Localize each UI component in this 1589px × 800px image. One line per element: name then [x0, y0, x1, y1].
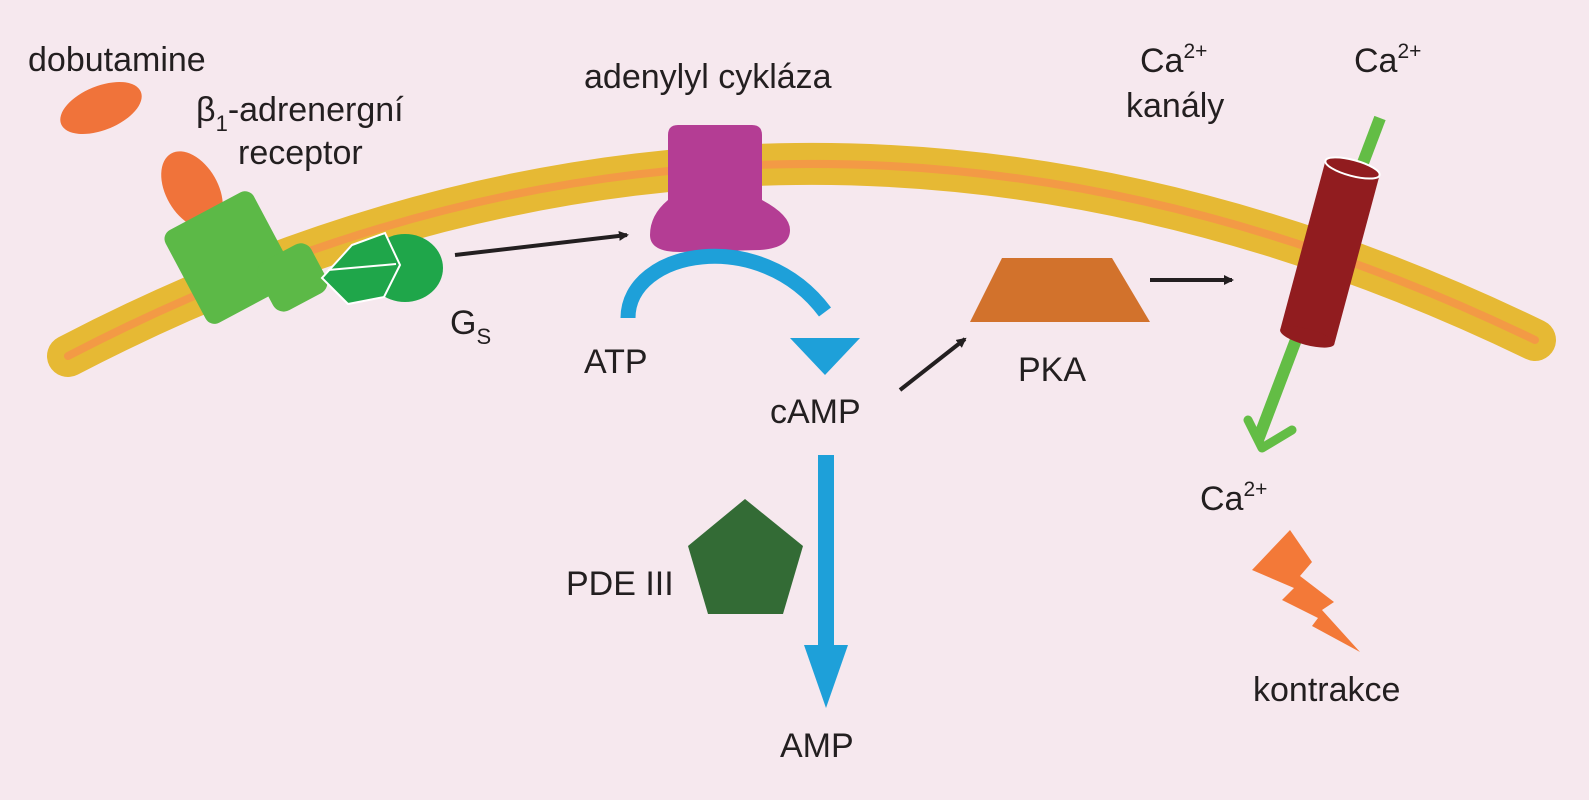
beta1-receptor-icon: [164, 191, 328, 324]
contraction-bolt-icon: [1252, 530, 1360, 652]
ca-inside-ion: Ca: [1200, 480, 1244, 518]
pka-icon: [970, 258, 1150, 322]
atp-to-camp-arrow: [620, 248, 860, 375]
amp-label: AMP: [780, 727, 854, 765]
ca-channels-ion: Ca: [1140, 42, 1184, 80]
ca-channels-label-line2: kanály: [1126, 87, 1224, 125]
beta-subscript: 1: [216, 111, 228, 136]
gs-label: GS: [450, 304, 491, 349]
camp-label: cAMP: [770, 393, 861, 431]
gs-main: G: [450, 304, 476, 342]
adenylyl-cyclase-icon: [650, 125, 790, 252]
calcium-channel-icon: [1280, 156, 1381, 348]
receptor-name-part: -adrenergní: [228, 91, 404, 129]
gs-subscript: S: [476, 324, 491, 349]
beta-symbol: β: [196, 91, 216, 129]
adenylyl-cyclase-label: adenylyl cykláza: [584, 58, 832, 96]
dobutamine-bound-icon: [161, 151, 223, 229]
ca-top-ion: Ca: [1354, 42, 1398, 80]
camp-to-pka-arrow: [898, 337, 967, 392]
ca-top-charge: 2+: [1397, 40, 1421, 63]
gs-to-cyclase-arrow: [454, 230, 629, 257]
receptor-label-line1: β1-adrenergní: [196, 91, 404, 136]
atp-label: ATP: [584, 343, 648, 381]
g-protein-icon: [320, 231, 443, 306]
ca-inside-charge: 2+: [1243, 478, 1267, 501]
dobutamine-free-icon: [60, 82, 142, 134]
camp-to-amp-arrow: [804, 455, 848, 708]
pde3-label: PDE III: [566, 565, 674, 603]
pde3-icon: [688, 499, 803, 614]
receptor-label-line2: receptor: [238, 134, 363, 172]
ca-channels-label-line1: Ca2+: [1140, 40, 1207, 80]
ca-extracellular-label: Ca2+: [1354, 40, 1421, 80]
ca-intracellular-label: Ca2+: [1200, 478, 1267, 518]
ca-channels-charge: 2+: [1183, 40, 1207, 63]
contraction-label: kontrakce: [1253, 671, 1400, 709]
pka-label: PKA: [1018, 351, 1086, 389]
dobutamine-label: dobutamine: [28, 41, 206, 79]
